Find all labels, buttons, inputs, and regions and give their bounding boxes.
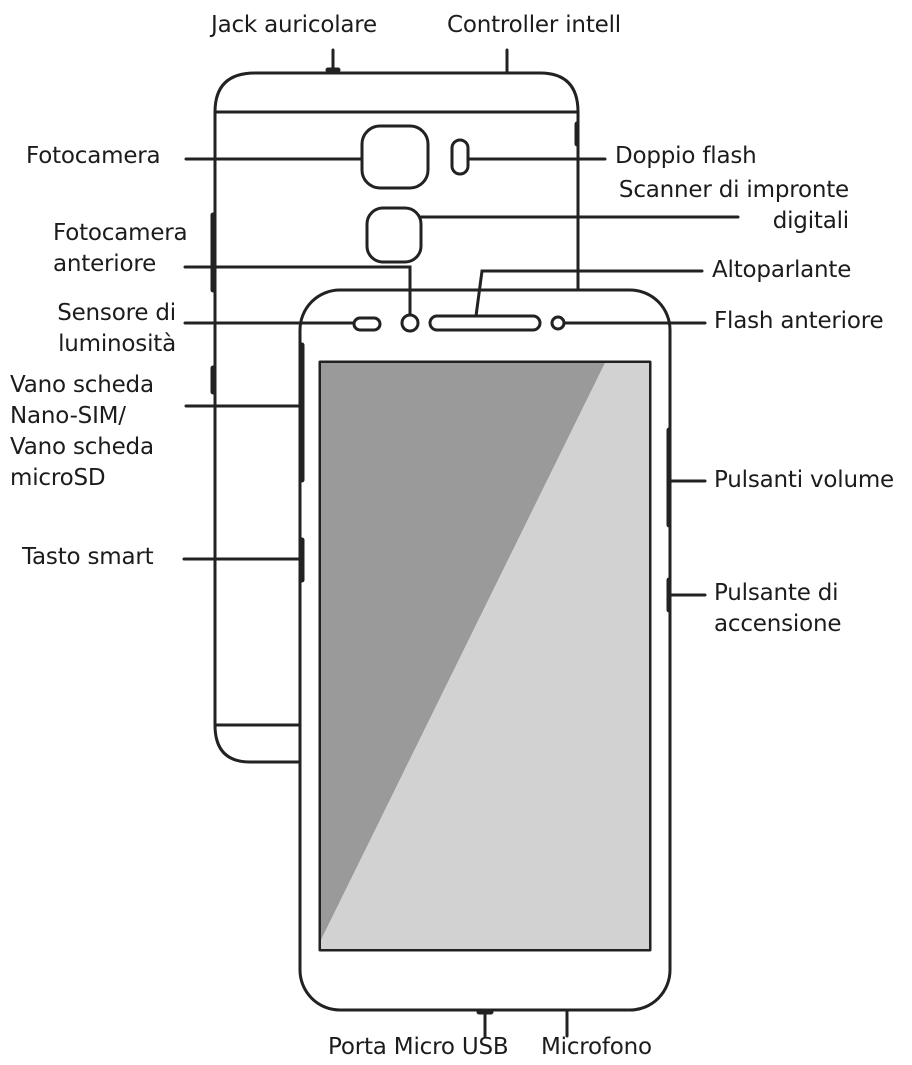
label-sim-tray-line-3: Vano scheda — [10, 434, 154, 460]
label-jack: Jack auricolare — [211, 12, 377, 38]
label-sim-tray-line-2: Nano-SIM/ — [10, 403, 126, 429]
label-volume: Pulsanti volume — [714, 467, 895, 493]
label-power-line-1: Pulsante di — [714, 580, 839, 606]
screen-light-area — [321, 363, 649, 949]
label-light-sensor: Sensore di luminosità — [57, 298, 176, 360]
label-fingerprint-line-2: digitali — [772, 208, 849, 234]
label-power-line-2: accensione — [714, 611, 842, 637]
fingerprint-scanner-icon — [365, 206, 423, 264]
label-camera: Fotocamera — [26, 143, 161, 169]
label-microphone: Microfono — [541, 1034, 652, 1060]
label-sim-tray: Vano scheda Nano-SIM/ Vano scheda microS… — [10, 370, 154, 494]
label-light-sensor-line-1: Sensore di — [57, 300, 176, 326]
label-smart-key: Tasto smart — [22, 544, 154, 570]
label-light-sensor-line-2: luminosità — [58, 331, 176, 357]
label-front-flash: Flash anteriore — [714, 308, 884, 334]
dual-flash-icon — [450, 138, 470, 176]
callout-speaker — [474, 269, 704, 318]
callout-front-camera — [183, 265, 412, 317]
label-sim-tray-line-1: Vano scheda — [10, 372, 154, 398]
label-front-camera-line-1: Fotocamera — [53, 220, 188, 246]
label-sim-tray-line-4: microSD — [10, 465, 106, 491]
label-front-camera: Fotocamera anteriore — [53, 218, 188, 280]
label-fingerprint-line-1: Scanner di impronte — [618, 177, 849, 203]
label-power: Pulsante di accensione — [714, 578, 841, 640]
screen-border — [318, 360, 652, 952]
front-camera-icon — [400, 313, 420, 333]
back-phone-outline — [213, 71, 580, 764]
label-speaker: Altoparlante — [712, 257, 852, 283]
label-usb-port: Porta Micro USB — [328, 1034, 509, 1060]
label-front-camera-line-2: anteriore — [53, 251, 157, 277]
light-sensor-icon — [352, 316, 382, 332]
label-dual-flash: Doppio flash — [615, 143, 757, 169]
label-controller: Controller intell — [447, 12, 621, 38]
front-flash-icon — [550, 315, 566, 331]
speaker-grille-icon — [428, 314, 542, 332]
back-camera-icon — [360, 124, 430, 190]
label-fingerprint-scanner: Scanner di impronte digitali — [619, 175, 849, 237]
